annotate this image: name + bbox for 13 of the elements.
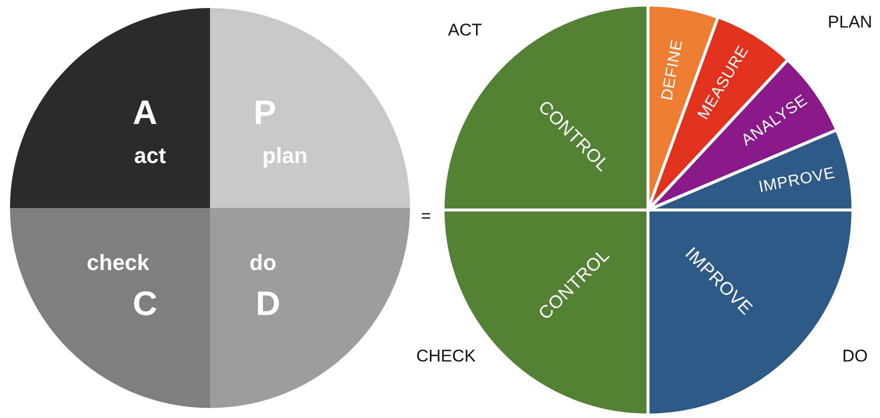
quadrant-letter: A [132, 96, 158, 130]
phase-label: ACT [448, 22, 482, 38]
slice-label: DEFINE [659, 38, 686, 102]
quadrant-label: do [250, 252, 276, 274]
phase-label: PLAN [828, 14, 872, 30]
slice-label: IMPROVE [758, 166, 837, 196]
equals-sign: = [421, 208, 431, 224]
quadrant-letter: D [256, 287, 280, 321]
quadrant-letter: C [132, 287, 158, 321]
phase-label: DO [842, 348, 868, 364]
quadrant-label: act [134, 145, 166, 167]
phase-label: CHECK [416, 348, 476, 364]
quadrant-label: check [86, 252, 150, 274]
